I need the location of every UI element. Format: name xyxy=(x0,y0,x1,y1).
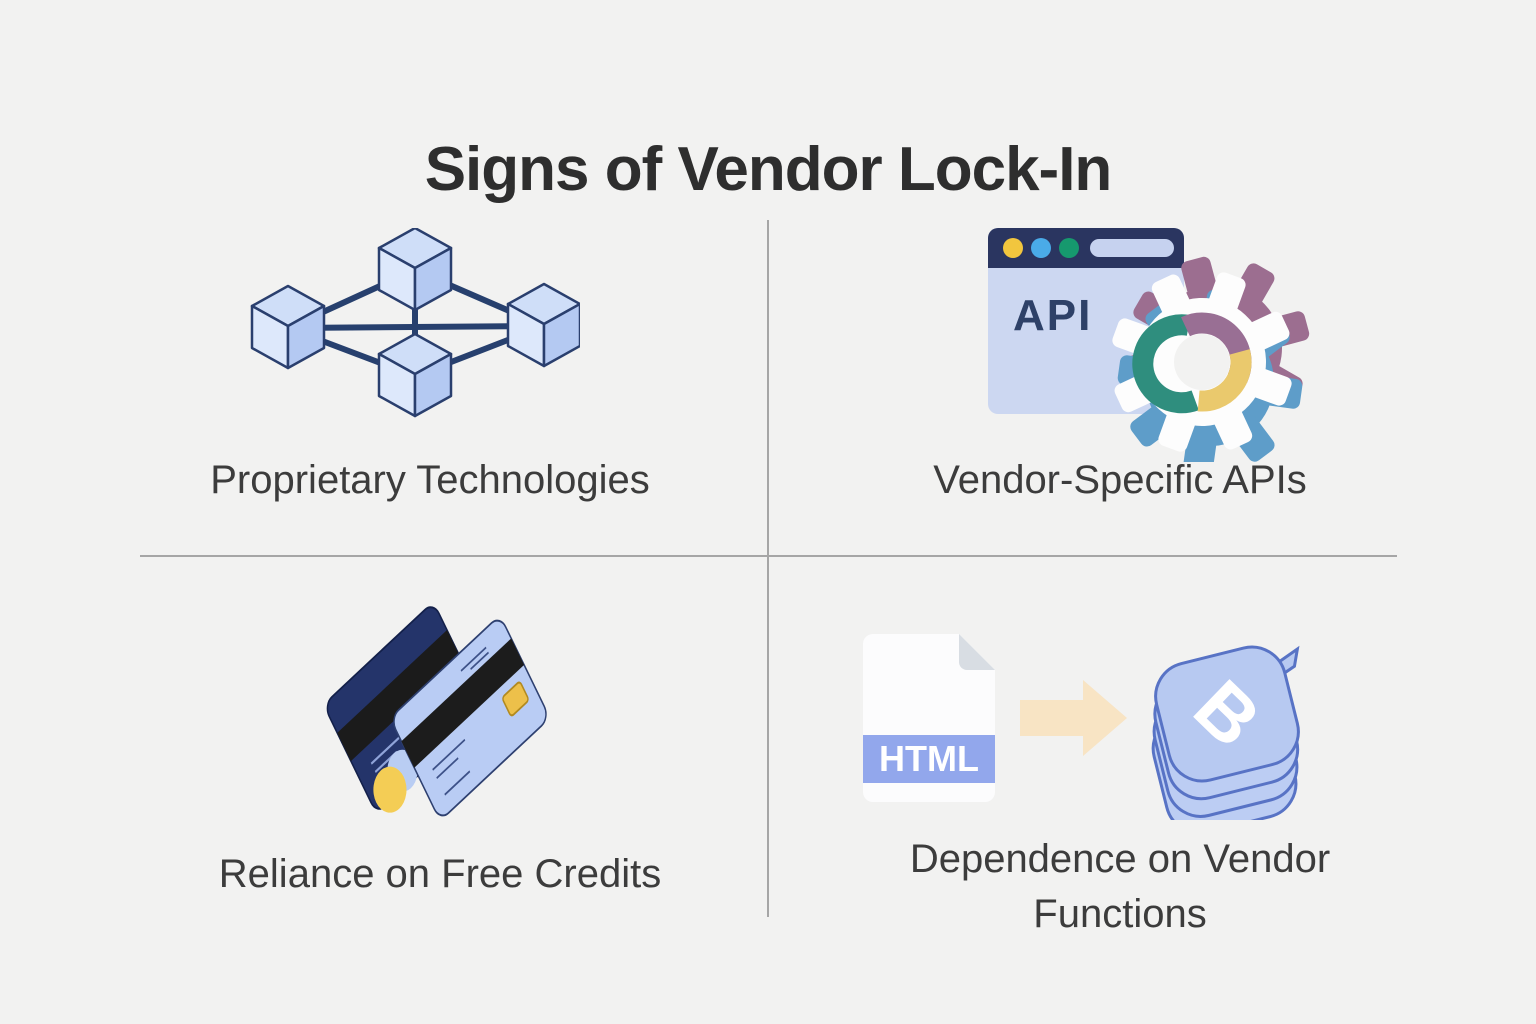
cube-top xyxy=(377,228,453,312)
gear-hole xyxy=(1174,334,1230,390)
browser-dot-yellow xyxy=(1003,238,1023,258)
label-dependence-on-vendor-functions: Dependence on Vendor Functions xyxy=(909,837,1331,936)
vertical-divider xyxy=(767,220,769,917)
card-circle-yellow xyxy=(373,766,407,813)
horizontal-divider xyxy=(140,555,1397,557)
browser-address-bar xyxy=(1090,239,1174,257)
cube-right xyxy=(506,282,580,368)
browser-dot-blue xyxy=(1031,238,1051,258)
label-reliance-on-free-credits: Reliance on Free Credits xyxy=(218,852,662,896)
framework-badge-stack: B xyxy=(1151,645,1300,820)
arrow-right-icon xyxy=(1020,680,1127,756)
label-vendor-specific-apis: Vendor-Specific APIs xyxy=(933,458,1307,502)
file-fold-corner xyxy=(959,634,995,670)
front-card-light xyxy=(393,619,547,817)
network-cubes-icon xyxy=(250,228,580,418)
gear-color-ring xyxy=(1132,312,1252,414)
api-browser-gear-icon: API xyxy=(988,222,1310,462)
credit-cards-icon xyxy=(326,606,547,817)
api-text: API xyxy=(1013,291,1092,340)
browser-window: API xyxy=(988,228,1184,414)
page-title: Signs of Vendor Lock-In xyxy=(424,134,1113,204)
browser-dot-green xyxy=(1059,238,1079,258)
card-chip xyxy=(502,681,529,717)
html-file-to-framework-icon: HTML B xyxy=(863,634,1300,820)
cube-left xyxy=(250,284,326,370)
cube-bottom xyxy=(377,332,453,418)
gear-icon xyxy=(1084,222,1310,462)
badge-top xyxy=(1154,645,1300,783)
label-proprietary-technologies: Proprietary Technologies xyxy=(210,458,650,502)
html-text: HTML xyxy=(879,738,979,779)
html-band xyxy=(863,735,995,783)
html-file-icon: HTML xyxy=(863,634,995,802)
